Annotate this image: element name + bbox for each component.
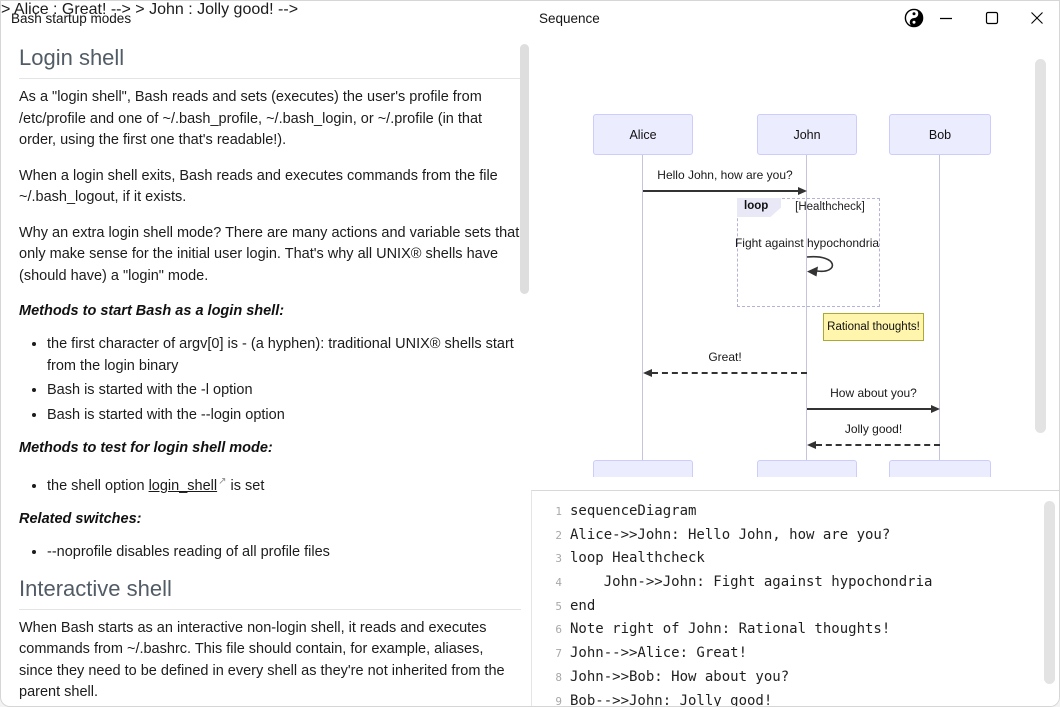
- paragraph: As a "login shell", Bash reads and sets …: [19, 89, 483, 148]
- loop-label: loop: [737, 198, 781, 217]
- actor-box-alice: Alice: [593, 114, 693, 155]
- message-arrow-great: [652, 372, 807, 374]
- subheading-methods-test: Methods to test for login shell mode:: [19, 440, 273, 456]
- left-pane-title: Bash startup modes: [11, 11, 132, 26]
- list-item: --noprofile disables reading of all prof…: [47, 542, 521, 564]
- line-number: 6: [555, 623, 562, 637]
- bullet-list: the shell option login_shell↗ is set: [19, 471, 521, 497]
- code-text: loop Healthcheck: [570, 550, 705, 567]
- code-line: 1 sequenceDiagram: [532, 500, 1059, 524]
- code-text: Bob-->>John: Jolly good!: [570, 692, 773, 707]
- list-item-text: is set: [226, 477, 265, 494]
- message-arrow-hello: [643, 190, 799, 192]
- code-editor[interactable]: 1 sequenceDiagram 2 Alice->>John: Hello …: [531, 490, 1059, 707]
- paragraph: When a login shell exits, Bash reads and…: [19, 167, 498, 206]
- line-number: 8: [555, 670, 562, 684]
- code-text: John->>Bob: How about you?: [570, 668, 790, 685]
- list-item: Bash is started with the --login option: [47, 405, 521, 427]
- subheading-related-switches: Related switches:: [19, 511, 142, 528]
- note-box: Rational thoughts!: [823, 313, 924, 341]
- actor-box-bob: Bob: [889, 114, 991, 155]
- code-text: sequenceDiagram: [570, 503, 697, 519]
- line-number: 2: [555, 528, 562, 542]
- code-line: 9 Bob-->>John: Jolly good!: [532, 690, 1059, 707]
- line-number: 9: [555, 694, 562, 707]
- message-label-great: Great!: [708, 350, 742, 364]
- list-item: the first character of argv[0] is - (a h…: [47, 334, 521, 377]
- code-scrollbar[interactable]: [1044, 501, 1055, 684]
- loop-frame: [737, 198, 880, 307]
- code-text: Alice->>John: Hello John, how are you?: [570, 526, 891, 543]
- list-item: the shell option login_shell↗ is set: [47, 471, 521, 497]
- lifeline-john: [806, 155, 807, 460]
- code-line: 6 Note right of John: Rational thoughts!: [532, 618, 1059, 642]
- message-arrow-how: [807, 408, 931, 410]
- message-arrow-jolly: [816, 444, 940, 446]
- subheading-methods-start: Methods to start Bash as a login shell:: [19, 303, 285, 319]
- code-text: John-->>Alice: Great!: [570, 645, 748, 662]
- paragraph: Why an extra login shell mode? There are…: [19, 224, 520, 284]
- line-number: 5: [555, 599, 562, 613]
- login-shell-link[interactable]: login_shell: [148, 477, 218, 494]
- diagram-scrollbar[interactable]: [1035, 59, 1046, 433]
- minimize-button[interactable]: [930, 3, 962, 33]
- section-heading-interactive-shell: Interactive shell: [19, 576, 521, 610]
- line-number: 1: [555, 505, 562, 518]
- right-pane-title: Sequence: [539, 11, 600, 26]
- message-label-how: How about you?: [830, 386, 917, 400]
- close-button[interactable]: [1021, 3, 1053, 33]
- code-line: 8 John->>Bob: How about you?: [532, 666, 1059, 690]
- code-text: Note right of John: Rational thoughts!: [570, 621, 891, 638]
- minimize-icon: [940, 17, 952, 20]
- code-line: 4 John->>John: Fight against hypochondri…: [532, 571, 1059, 595]
- paragraph: When Bash starts as an interactive non-l…: [19, 619, 505, 701]
- self-loop-arrow: [806, 255, 834, 277]
- code-line: 5 end: [532, 595, 1059, 619]
- message-label-self: Fight against hypochondria: [734, 236, 880, 250]
- message-label-jolly: Jolly good!: [844, 422, 903, 436]
- arrowhead-right-icon: [798, 187, 807, 195]
- code-text: end: [570, 597, 596, 614]
- theme-toggle-button[interactable]: [898, 3, 930, 33]
- left-pane-scrollbar[interactable]: [520, 44, 529, 294]
- bullet-list: the first character of argv[0] is - (a h…: [19, 334, 521, 426]
- lifeline-alice: [642, 155, 643, 460]
- close-icon: [1031, 12, 1043, 24]
- external-link-icon: ↗: [218, 476, 227, 487]
- actor-box-bottom-john: [757, 460, 857, 477]
- code-line: 2 Alice->>John: Hello John, how are you?: [532, 524, 1059, 548]
- line-number: 4: [555, 576, 562, 590]
- maximize-button[interactable]: [976, 3, 1008, 33]
- markdown-preview: Login shell As a "login shell", Bash rea…: [19, 45, 521, 706]
- list-item-text: the shell option: [47, 477, 149, 494]
- lifeline-bob: [939, 155, 940, 460]
- section-heading-login-shell: Login shell: [19, 45, 521, 79]
- list-item: Bash is started with the -l option: [47, 380, 521, 402]
- line-number: 7: [555, 647, 562, 661]
- code-line: 3 loop Healthcheck: [532, 547, 1059, 571]
- message-label-hello: Hello John, how are you?: [657, 168, 793, 182]
- line-number: 3: [555, 552, 562, 566]
- arrowhead-right-icon: [931, 405, 940, 413]
- maximize-icon: [985, 11, 999, 25]
- code-text: John->>John: Fight against hypochondria: [570, 574, 933, 591]
- actor-box-bottom-bob: [889, 460, 991, 477]
- arrowhead-left-icon: [643, 369, 652, 377]
- code-line: 7 John-->>Alice: Great!: [532, 642, 1059, 666]
- yin-yang-icon: [904, 8, 924, 28]
- arrowhead-left-icon: [807, 441, 816, 449]
- loop-condition: [Healthcheck]: [795, 201, 865, 213]
- actor-box-john: John: [757, 114, 857, 155]
- actor-box-bottom-alice: [593, 460, 693, 477]
- bullet-list: --noprofile disables reading of all prof…: [19, 542, 521, 564]
